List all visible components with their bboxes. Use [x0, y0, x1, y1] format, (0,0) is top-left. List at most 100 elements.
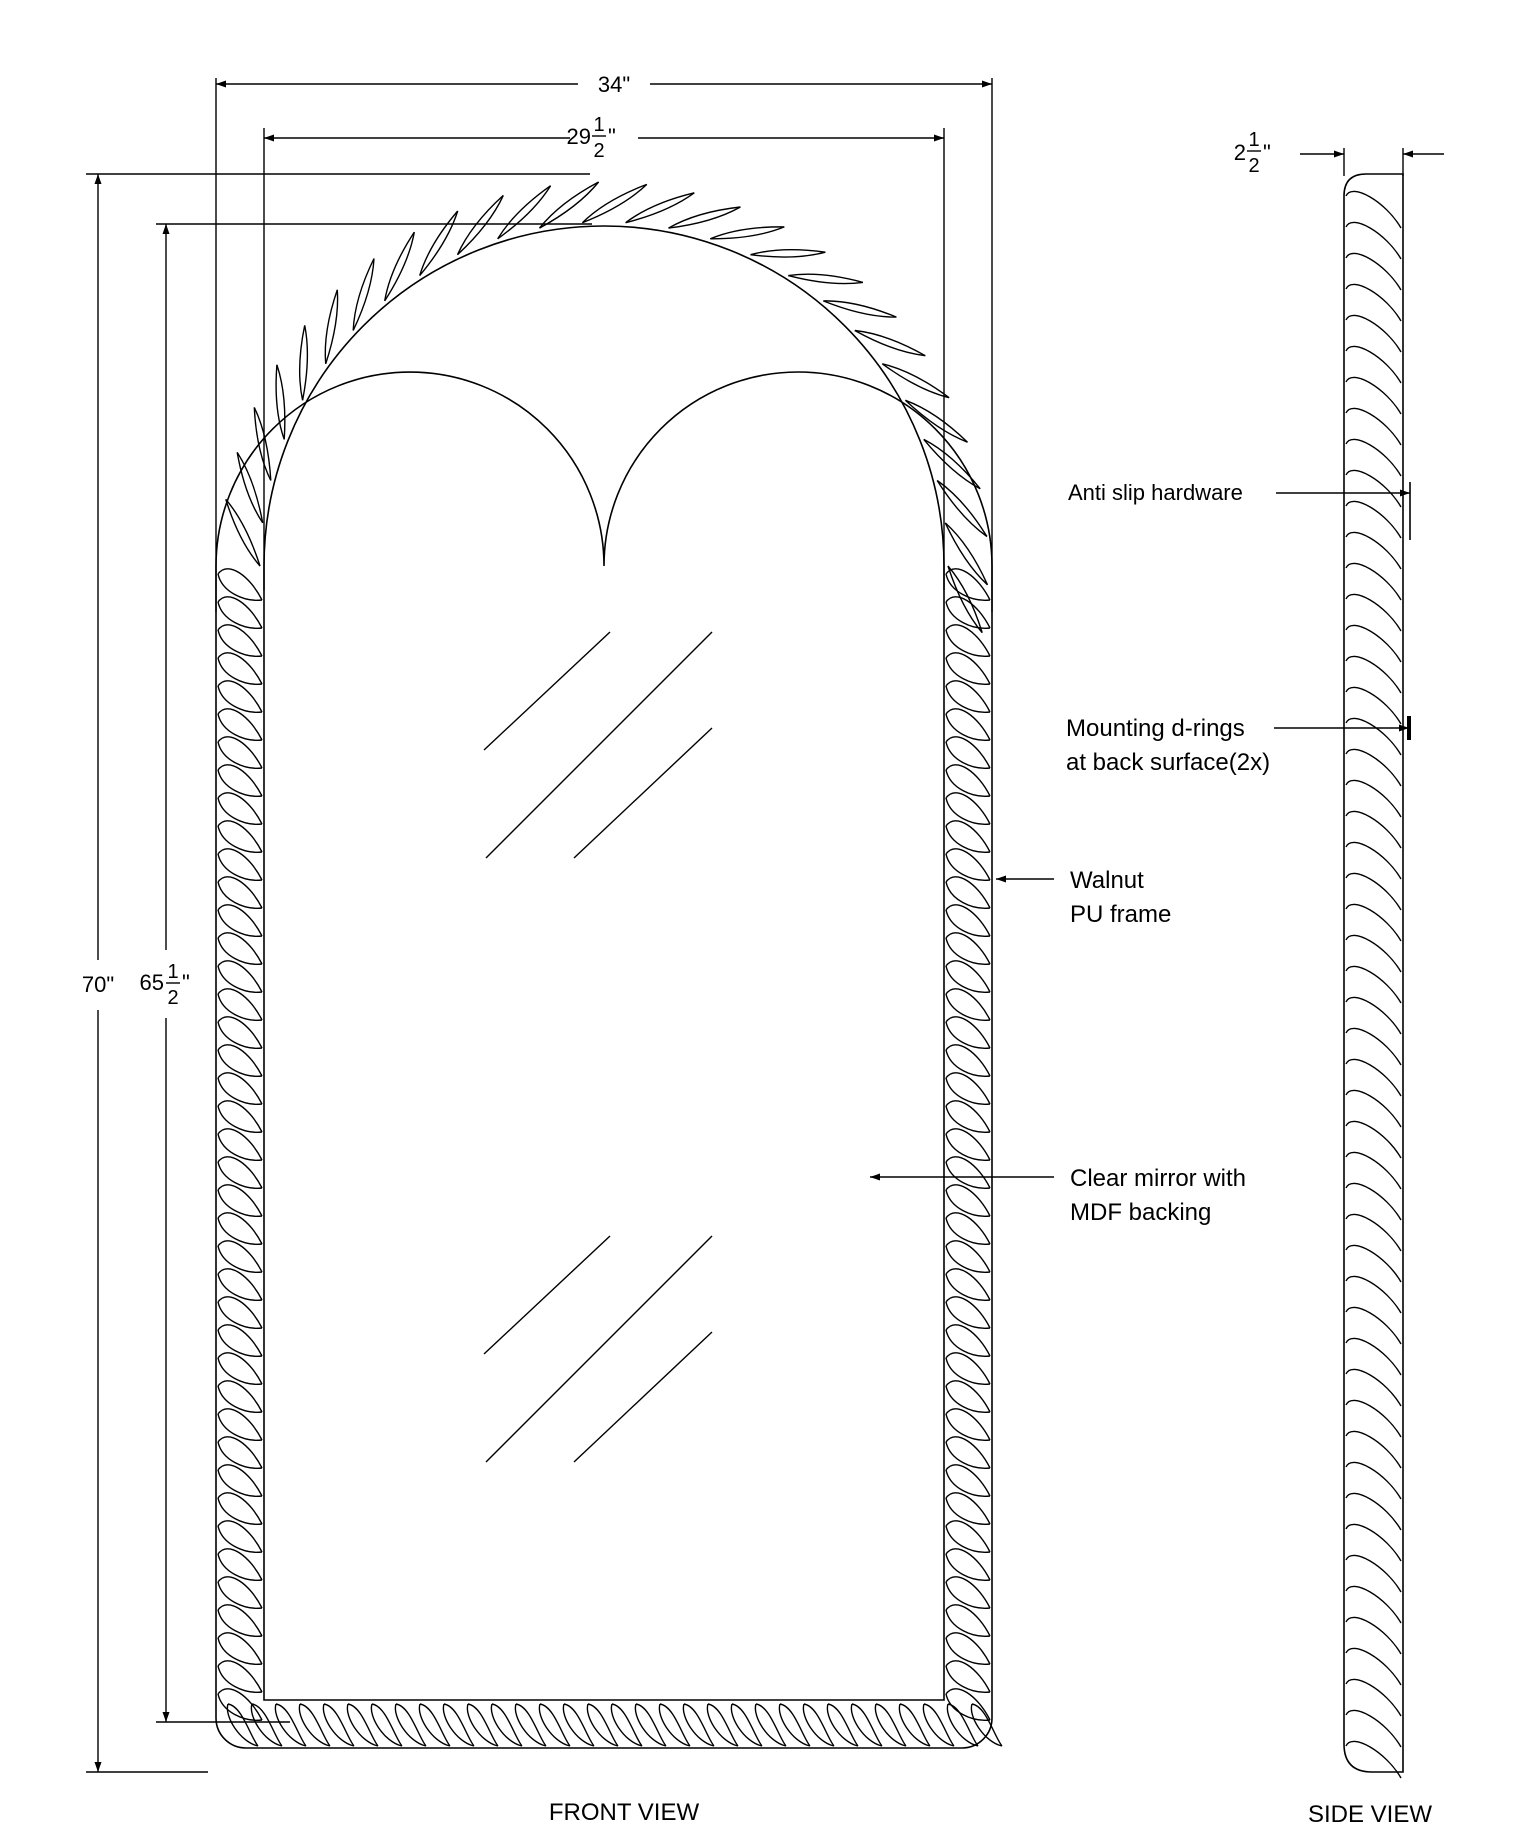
rope-twist-segment [322, 1703, 355, 1747]
rope-twist-segment [923, 438, 981, 490]
rope-twist-segment [217, 932, 263, 965]
rope-twist-segment [945, 937, 991, 965]
rope-twist-segment [754, 1703, 787, 1747]
rope-twist-segment [778, 1703, 811, 1747]
rope-twist-segment [945, 1189, 991, 1217]
rope-twist-segment [882, 363, 950, 399]
rope-twist-segment [217, 1492, 263, 1525]
rope-twist-segment [802, 1703, 835, 1747]
side-rope-segment [1345, 779, 1402, 818]
rope-twist-segment [668, 206, 741, 229]
rope-twist-segment [217, 1576, 263, 1609]
rope-twist-segment [217, 1128, 263, 1161]
rope-twist-segment [945, 1133, 991, 1161]
rope-twist-segment [225, 498, 261, 567]
rope-twist-segment [456, 194, 504, 255]
rope-twist-segment [854, 329, 926, 357]
side-rope-segment [1345, 1213, 1402, 1252]
side-rope-segment [1345, 1399, 1402, 1438]
rope-twist-segment [668, 206, 741, 229]
side-rope-segment [1345, 872, 1402, 911]
rope-twist-segment [945, 1604, 991, 1637]
rope-twist-segment [936, 479, 988, 537]
rope-twist-segment [625, 192, 695, 224]
rope-twist-segment [301, 325, 309, 401]
rope-twist-segment [731, 1703, 763, 1747]
rope-twist-segment [217, 853, 263, 881]
rope-twist-segment [217, 1077, 263, 1105]
rope-twist-segment [457, 195, 504, 256]
callout-frame-line1: Walnut [1070, 867, 1144, 894]
rope-twist-segment [217, 792, 263, 825]
rope-twist-segment [945, 624, 991, 657]
rope-twist-segment [325, 289, 339, 365]
rope-twist-segment [851, 1703, 883, 1747]
rope-twist-segment [945, 820, 991, 853]
rope-twist-segment [217, 1469, 263, 1497]
side-rope-segment [1345, 717, 1402, 756]
rope-twist-segment [217, 797, 263, 825]
rope-twist-segment [922, 1703, 955, 1747]
rope-twist-segment [217, 1049, 263, 1077]
callout-leaders [870, 489, 1410, 1181]
rope-twist-segment [682, 1703, 715, 1747]
rope-twist-segment [904, 399, 968, 443]
rope-twist-segment [945, 741, 991, 769]
rope-twist-segment [945, 1385, 991, 1413]
rope-twist-segment [217, 909, 263, 937]
rope-twist-segment [217, 573, 263, 601]
rope-twist-segment [217, 1156, 263, 1189]
rope-twist-segment [217, 652, 263, 685]
rope-twist-segment [217, 1357, 263, 1385]
rope-twist-segment [217, 1408, 263, 1441]
callout-d-rings-line1: Mounting d-rings [1066, 715, 1245, 742]
rope-twist-segment [970, 1703, 1003, 1747]
rope-twist-segment [217, 1436, 263, 1469]
side-rope-segment [1345, 1523, 1402, 1562]
rope-twist-segment [217, 876, 263, 909]
rope-twist-segment [250, 1703, 283, 1747]
rope-twist-segment [587, 1703, 619, 1747]
rope-twist-segment [217, 657, 263, 685]
rope-twist-segment [945, 629, 991, 657]
svg-text:2: 2 [593, 140, 604, 162]
rope-twist-segment [823, 300, 897, 318]
rope-twist-segment [253, 407, 272, 481]
rope-twist-segment [217, 937, 263, 965]
callout-anti-slip-hardware: Anti slip hardware [1068, 480, 1243, 505]
dim-overall-width: 34" [598, 72, 630, 97]
rope-twist-pattern [217, 181, 1003, 1747]
rope-twist-segment [370, 1703, 403, 1747]
rope-twist-segment [945, 1021, 991, 1049]
dim-overall-height: 70" [82, 972, 114, 997]
rope-twist-segment [217, 1553, 263, 1581]
rope-twist-segment [945, 1632, 991, 1665]
side-rope-segment [1345, 1027, 1402, 1066]
rope-twist-segment [581, 183, 648, 224]
rope-twist-segment [217, 713, 263, 741]
rope-twist-segment [945, 1693, 991, 1721]
side-rope-segment [1345, 1492, 1402, 1531]
rope-twist-segment [945, 764, 991, 797]
rope-twist-segment [947, 565, 983, 634]
rope-twist-segment [419, 210, 459, 277]
rope-twist-segment [945, 881, 991, 909]
rope-twist-segment [945, 1497, 991, 1525]
side-rope-segment [1345, 1678, 1402, 1717]
rope-twist-segment [217, 988, 263, 1021]
side-rope-segment [1345, 252, 1402, 291]
rope-twist-segment [881, 363, 950, 399]
side-rope-segment [1345, 1709, 1402, 1748]
rope-twist-segment [905, 399, 968, 443]
svg-text:": " [1263, 140, 1271, 165]
rope-twist-segment [497, 185, 552, 240]
rope-twist-segment [945, 1245, 991, 1273]
rope-twist-segment [217, 1268, 263, 1301]
side-view [1343, 173, 1411, 1779]
rope-twist-segment [217, 1441, 263, 1469]
rope-twist-segment [945, 1100, 991, 1133]
rope-twist-segment [945, 792, 991, 825]
rope-twist-segment [298, 1703, 331, 1747]
rope-twist-segment [538, 1703, 571, 1747]
rope-twist-segment [225, 499, 261, 567]
